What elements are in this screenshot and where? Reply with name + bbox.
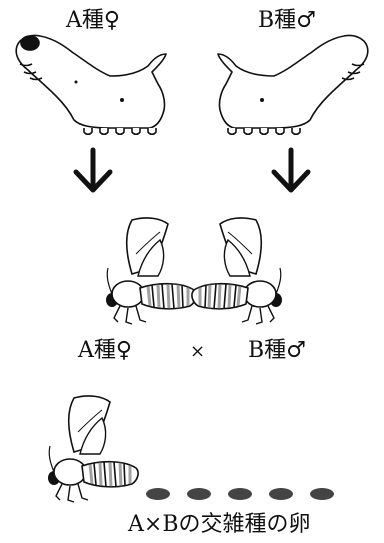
arrow-down-left-icon (76, 150, 110, 190)
egg-icon (228, 488, 252, 500)
egg-icon (310, 488, 334, 500)
egg-icon (187, 488, 211, 500)
moth-a-icon (106, 218, 196, 324)
egg-icon (269, 488, 293, 500)
caterpillar-b-icon (218, 35, 368, 134)
caterpillar-a-icon (16, 35, 166, 134)
egg-row (146, 488, 334, 500)
hybrid-moth-icon (48, 396, 138, 502)
egg-icon (146, 488, 170, 500)
arrow-down-right-icon (274, 150, 308, 190)
moth-b-icon (192, 218, 282, 324)
